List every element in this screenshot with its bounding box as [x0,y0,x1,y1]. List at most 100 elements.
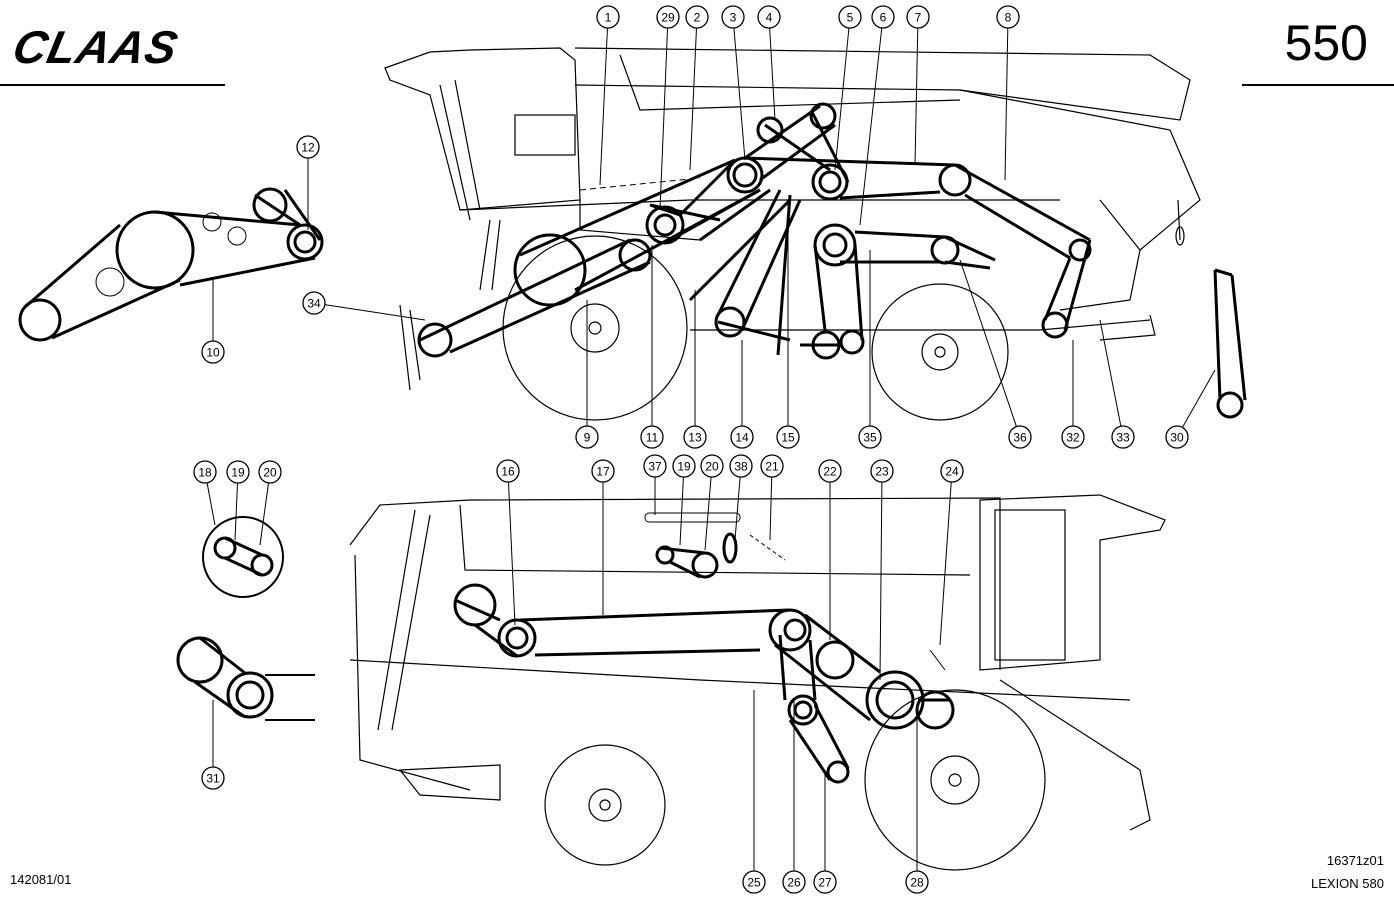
callout-leader-20 [259,471,271,546]
callout-9: 9 [575,425,599,449]
callout-20: 20 [700,454,724,478]
callout-leader-16 [507,470,516,626]
callout-3: 3 [721,5,745,29]
bottom-belt-drives [176,516,955,784]
callout-label-37: 37 [648,460,662,474]
callout-leader-24 [939,470,953,646]
callout-label-28: 28 [910,876,924,890]
pulley-34 [417,322,453,358]
callout-27: 27 [813,870,837,894]
callout-label-18: 18 [198,466,212,480]
callout-35: 35 [858,425,882,449]
callout-20: 20 [258,460,282,484]
callout-label-11: 11 [646,431,659,445]
callout-25: 25 [742,870,766,894]
callout-label-16: 16 [501,465,515,479]
callout-label-38: 38 [734,460,748,474]
callout-label-4: 4 [766,11,773,25]
callout-leader-38 [734,465,742,541]
callout-leader-36 [959,259,1021,438]
callout-26: 26 [782,870,806,894]
belt-10-12-assembly [18,187,324,342]
callout-leader-33 [1099,319,1124,438]
callout-6: 6 [871,5,895,29]
callout-label-15: 15 [781,431,795,445]
callout-36: 36 [1008,425,1032,449]
callout-label-22: 22 [823,465,837,479]
callout-label-36: 36 [1013,431,1027,445]
figure-id: 16371z01 [1326,853,1384,868]
callout-label-9: 9 [584,431,591,445]
callout-leader-34 [313,302,426,321]
callout-28: 28 [905,870,929,894]
callout-leader-20 [704,465,713,551]
top-machine-outline [384,47,1201,421]
callout-leader-19 [679,465,685,546]
callout-17: 17 [591,459,615,483]
callout-leader-4 [768,16,776,121]
callout-label-13: 13 [688,431,702,445]
callout-33: 33 [1111,425,1135,449]
callout-4: 4 [757,5,781,29]
callout-2: 2 [685,5,709,29]
header-rule-left [0,84,225,86]
callout-24: 24 [940,459,964,483]
callout-label-21: 21 [765,460,779,474]
callout-label-19: 19 [677,460,691,474]
callout-leader-6 [859,16,884,226]
callout-label-25: 25 [747,876,761,890]
callout-13: 13 [683,425,707,449]
callout-label-7: 7 [915,11,922,25]
callout-label-6: 6 [880,11,887,25]
callout-15: 15 [776,425,800,449]
callout-37: 37 [643,454,667,478]
callout-1: 1 [596,5,620,29]
bottom-machine-outline [349,494,1166,871]
callout-30: 30 [1165,425,1189,449]
callout-34: 34 [302,291,326,315]
model-name: LEXION 580 [1311,876,1384,891]
callout-label-27: 27 [818,876,832,890]
dashed-guide [579,177,701,191]
callout-10: 10 [201,340,225,364]
callout-leader-29 [659,16,669,211]
callout-label-26: 26 [787,876,801,890]
callout-leaders [204,16,1216,882]
callout-label-5: 5 [847,11,854,25]
callout-12: 12 [296,135,320,159]
callout-label-8: 8 [1005,11,1012,25]
callout-leader-1 [599,16,609,186]
document-id: 142081/01 [10,872,72,887]
callout-label-10: 10 [206,346,220,360]
pulley-35 [813,223,857,267]
callout-label-19: 19 [231,466,245,480]
callout-21: 21 [760,454,784,478]
callout-label-29: 29 [661,11,675,25]
callout-18: 18 [193,460,217,484]
callout-14: 14 [730,425,754,449]
callout-label-17: 17 [596,465,610,479]
callout-label-23: 23 [875,465,889,479]
callout-29: 29 [656,5,680,29]
callout-5: 5 [838,5,862,29]
top-belt-drives [417,102,1092,360]
header-rule-right [1242,84,1394,86]
callout-label-35: 35 [863,431,877,445]
callout-label-30: 30 [1170,431,1184,445]
callout-label-3: 3 [730,11,737,25]
callout-32: 32 [1061,425,1085,449]
callout-label-1: 1 [605,11,612,25]
callout-label-34: 34 [307,297,321,311]
callout-leader-2 [689,16,698,171]
callout-leader-21 [769,465,773,541]
callout-leader-7 [914,16,919,166]
callout-19: 19 [672,454,696,478]
bottom-dashed-bolt [644,512,946,671]
callout-8: 8 [996,5,1020,29]
callout-11: 11 [640,425,664,449]
callout-38: 38 [729,454,753,478]
callout-22: 22 [818,459,842,483]
